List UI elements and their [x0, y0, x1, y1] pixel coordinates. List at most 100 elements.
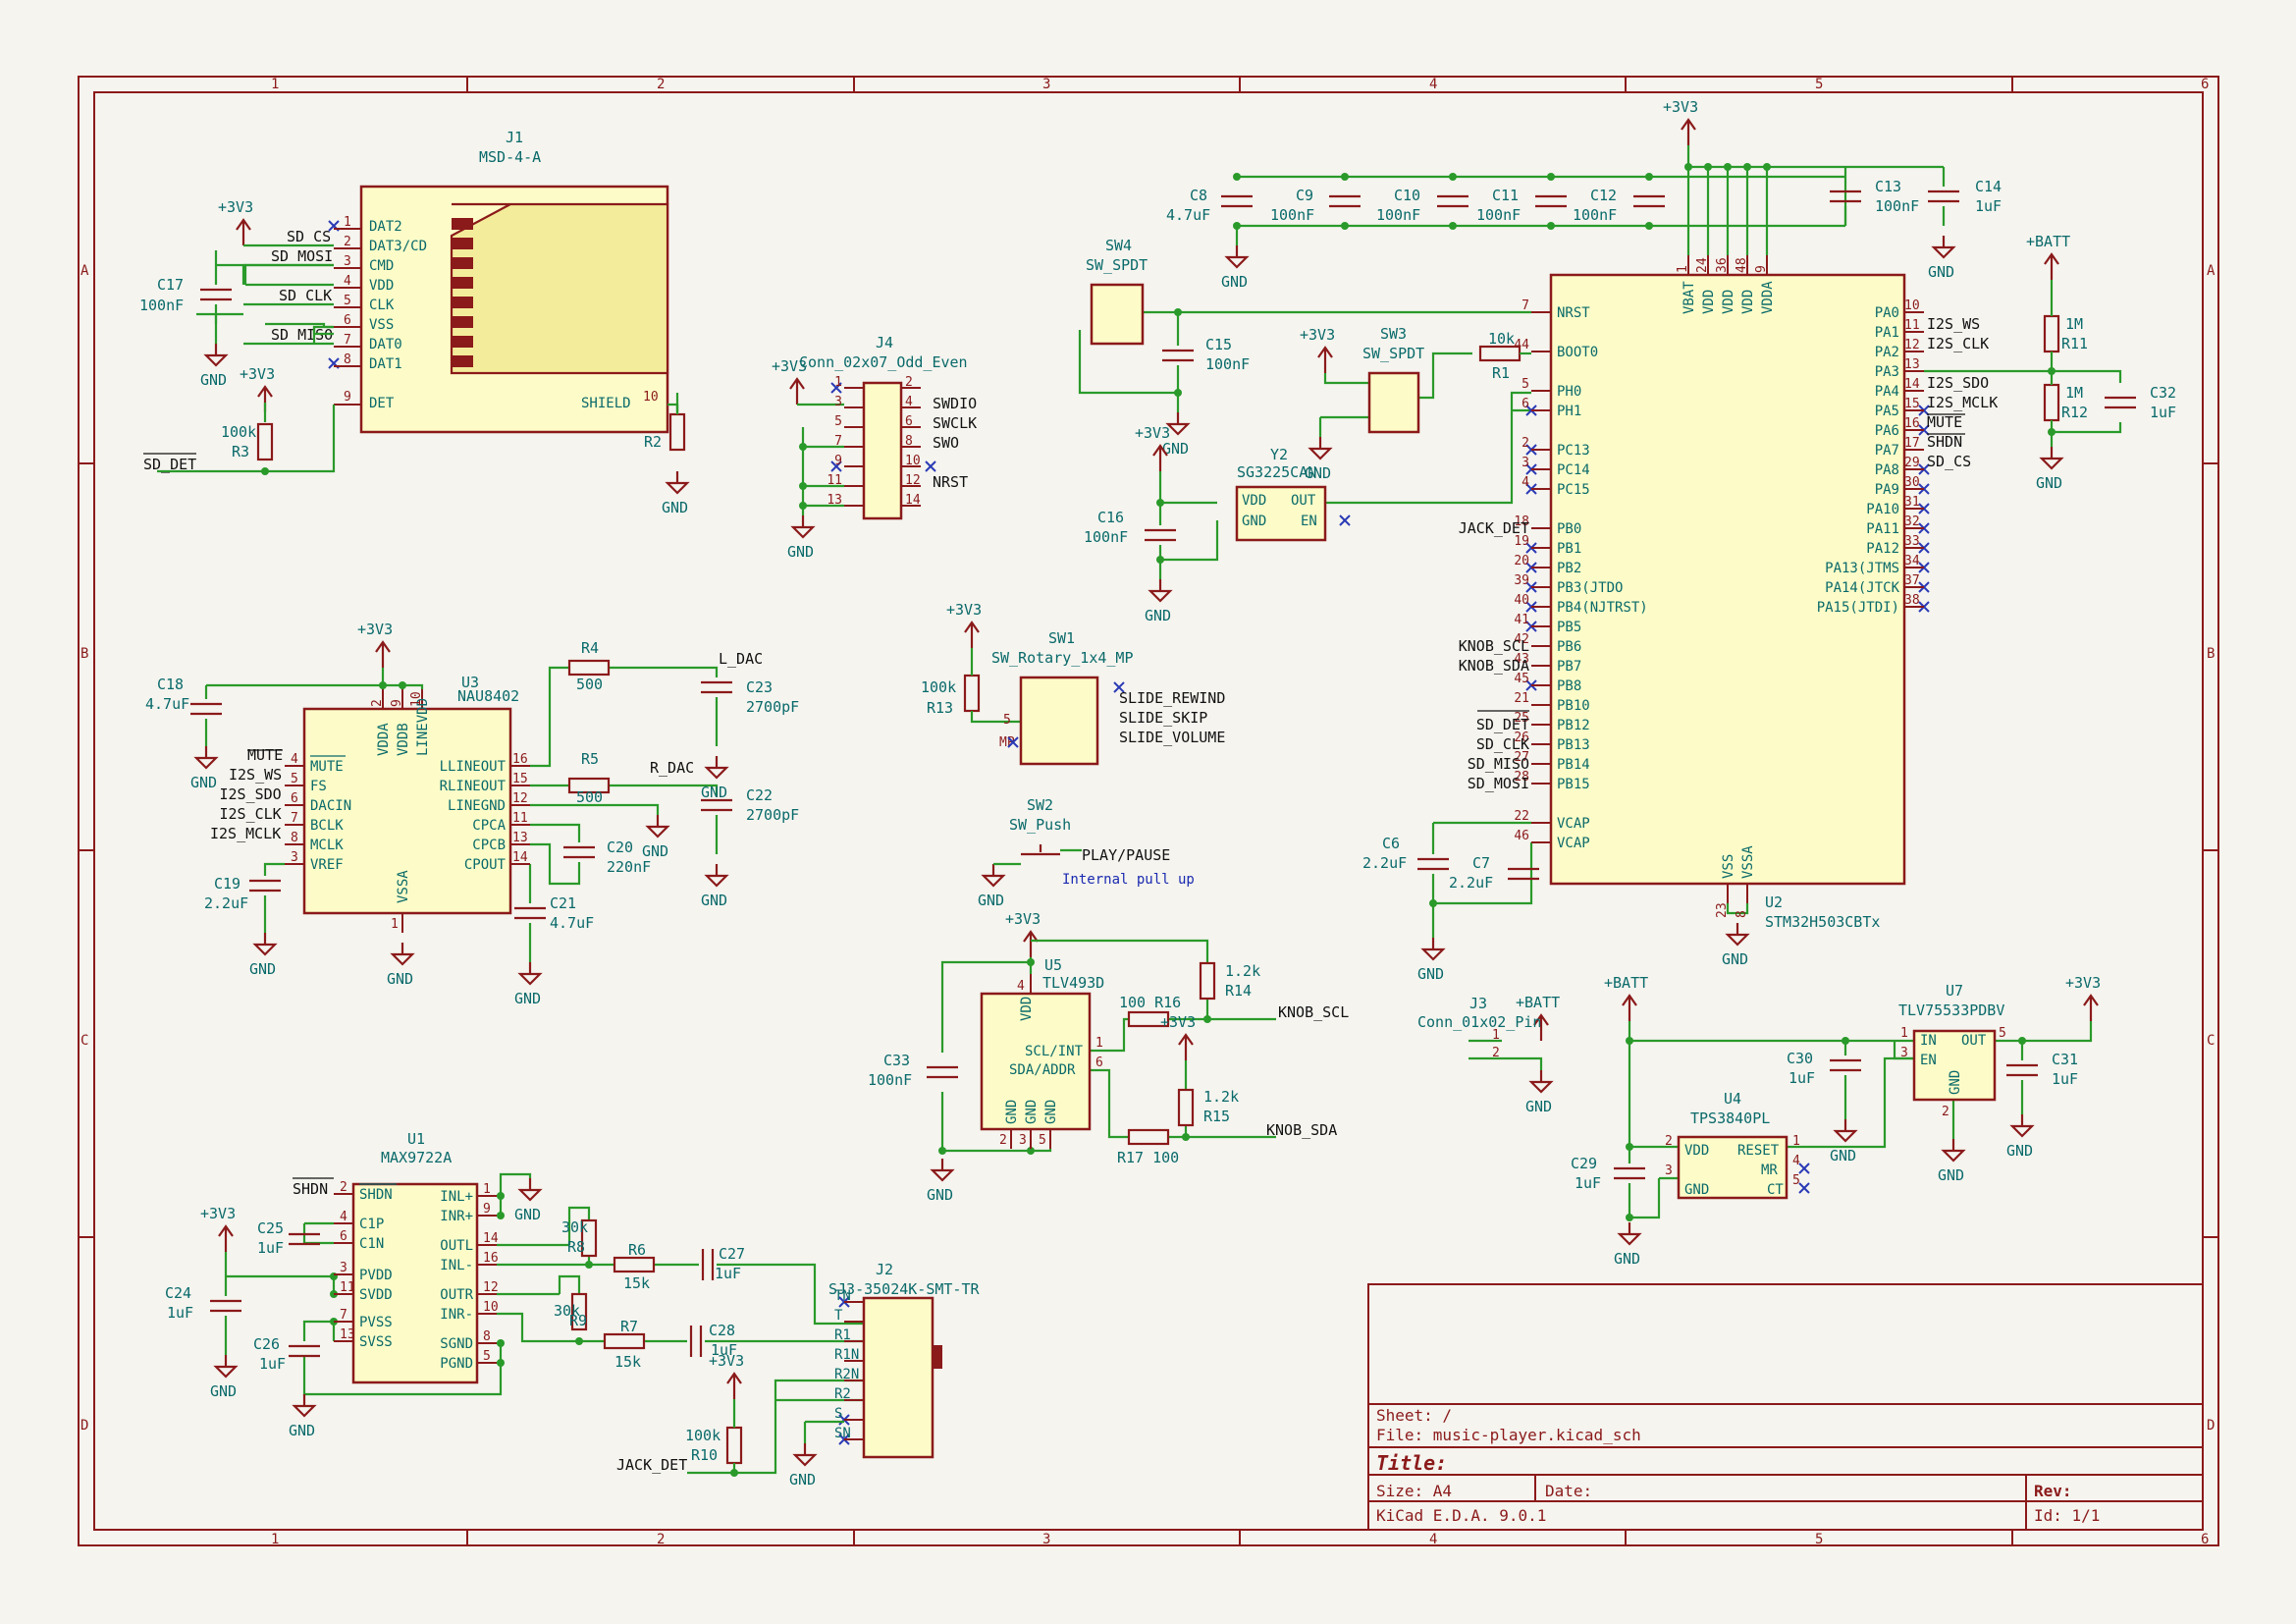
- u3-pin-name: CPOUT: [464, 857, 507, 873]
- power-arrow-icon: [1533, 1013, 1549, 1041]
- u1-pin-name: SGND: [440, 1336, 473, 1352]
- ground-icon: [1420, 938, 1446, 961]
- capacitor-icon: [689, 1326, 703, 1357]
- ground-icon: [1941, 1139, 1966, 1163]
- component-value: 2.2uF: [1449, 874, 1493, 892]
- junction-dot: [1724, 163, 1732, 171]
- sw3-ref: SW3: [1380, 325, 1407, 343]
- tb-date: Date:: [1545, 1482, 1592, 1500]
- sw3-value: SW_SPDT: [1362, 345, 1424, 362]
- resistor-icon: [567, 777, 611, 794]
- power-label: +BATT: [2026, 233, 2070, 250]
- u1-pin-name: OUTR: [440, 1287, 473, 1303]
- u2-pin-name: PA1: [1875, 325, 1899, 341]
- capacitor-icon: [701, 680, 732, 694]
- component-ref: C14: [1975, 178, 2002, 195]
- u2-pin-num: 11: [1904, 318, 1920, 333]
- capacitor-icon: [289, 1232, 320, 1246]
- u3-pin-name: RLINEOUT: [440, 779, 507, 794]
- u1-pin-num: 4: [340, 1210, 347, 1224]
- junction-dot: [1233, 173, 1241, 181]
- pin-num: 2: [1492, 1046, 1500, 1060]
- power-label: +3V3: [357, 621, 393, 638]
- component-value: R3: [232, 443, 249, 460]
- capacitor-icon: [210, 1299, 241, 1313]
- u2-pin-name: PB6: [1557, 639, 1581, 655]
- wire: [1843, 167, 1946, 226]
- j4-pin-num: 8: [905, 434, 913, 449]
- j2-pin-name: R1: [834, 1327, 851, 1343]
- power-label: +3V3: [1005, 910, 1041, 928]
- component-ref: R4: [581, 639, 599, 657]
- u2-pin-num: 10: [1904, 298, 1920, 313]
- ground-label: GND: [249, 960, 276, 978]
- u1-pin-name: PVSS: [359, 1315, 393, 1330]
- junction-dot: [1182, 1133, 1190, 1141]
- sw2-value: SW_Push: [1009, 816, 1071, 834]
- resistor-icon: [1127, 1010, 1170, 1028]
- u2-pin-name: PB10: [1557, 698, 1590, 714]
- power-label: +3V3: [240, 365, 275, 383]
- grid-row-label: A: [80, 263, 89, 279]
- power-arrow-icon: [1152, 444, 1168, 471]
- resistor-icon: [2043, 383, 2060, 422]
- net-label: SLIDE_VOLUME: [1119, 729, 1225, 746]
- j4-pin-num: 9: [834, 454, 842, 468]
- no-connect-icon: [830, 382, 842, 394]
- u1-pin-num: 16: [483, 1251, 499, 1266]
- no-connect-icon: [925, 460, 936, 472]
- component-ref: C21: [550, 894, 576, 912]
- wire: [1318, 352, 1472, 437]
- u5-pin-num: 4: [1017, 979, 1025, 994]
- net-label: KNOB_SCL: [1278, 1003, 1349, 1021]
- j1-pin-num: 7: [344, 333, 351, 348]
- junction-dot: [2018, 1037, 2026, 1045]
- u2-pin-name: VSS: [1721, 854, 1736, 879]
- j1-microsd: J1 MSD-4-A DAT2 DAT3/CD CMD VDD CLK VSS …: [143, 129, 679, 473]
- u3-pin-num: 7: [291, 811, 298, 826]
- component-value: 1uF: [257, 1239, 284, 1257]
- ground-icon: [1528, 1070, 1554, 1094]
- component-ref: C8: [1190, 187, 1207, 204]
- component-value: 1uF: [259, 1355, 286, 1373]
- resistor-icon: [1199, 961, 1216, 1001]
- u7-ref: U7: [1946, 982, 1963, 1000]
- capacitor-icon: [563, 845, 595, 859]
- resistor-icon: [1127, 1128, 1170, 1146]
- ground-icon: [790, 515, 816, 539]
- ground-label: GND: [642, 842, 668, 860]
- junction-dot: [1174, 308, 1182, 316]
- tb-size: Size: A4: [1376, 1482, 1452, 1500]
- grid-row-label: C: [2207, 1033, 2215, 1049]
- capacitor-icon: [1162, 349, 1194, 362]
- wire: [1787, 1056, 1914, 1149]
- resistor-icon: [963, 674, 981, 713]
- u2-pin-name: PH1: [1557, 404, 1581, 419]
- j4-value: Conn_02x07_Odd_Even: [799, 353, 968, 371]
- j1-pin-num: 1: [344, 215, 351, 230]
- ground-label: GND: [1221, 273, 1248, 291]
- u5-pin-num: 3: [1019, 1133, 1027, 1148]
- capacitor-icon: [1614, 1166, 1645, 1180]
- net-label: L_DAC: [719, 650, 763, 668]
- tb-rev: Rev:: [2034, 1482, 2072, 1500]
- net-label: I2S_MCLK: [210, 825, 281, 842]
- u2-left-pins: NRST7BOOT044PH05PH16PC132PC143PC154PB018…: [1514, 298, 1647, 851]
- junction-dot: [1704, 163, 1712, 171]
- schematic-content: +3V3C17100nFGND+3V3100kR31MR2GND+3V3C84.…: [139, 98, 2176, 1489]
- component-value: 100nF: [1205, 355, 1250, 373]
- power-label: +3V3: [218, 198, 253, 216]
- ground-label: GND: [2036, 474, 2062, 492]
- net-label: R_DAC: [650, 759, 694, 777]
- component-ref: C6: [1382, 835, 1400, 852]
- tb-id: Id: 1/1: [2034, 1506, 2100, 1525]
- component-value: 2700pF: [746, 698, 799, 716]
- u2-pin-name: VSSA: [1740, 845, 1756, 879]
- j4-pin-num: 14: [905, 493, 921, 508]
- j4-pin-num: 10: [905, 454, 921, 468]
- capacitor-icon: [1633, 194, 1665, 208]
- resistor-icon: [580, 1218, 598, 1258]
- ground-label: GND: [1830, 1147, 1856, 1164]
- u2-pin-name: PH0: [1557, 384, 1581, 400]
